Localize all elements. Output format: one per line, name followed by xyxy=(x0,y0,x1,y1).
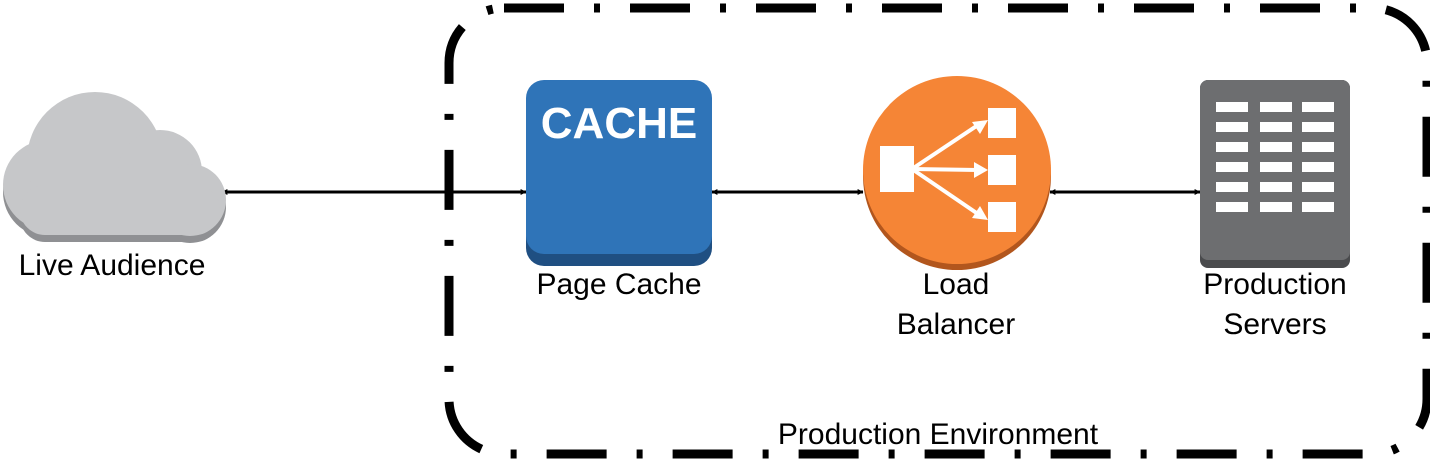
production-environment-boundary xyxy=(444,3,1430,459)
live-audience-label: Live Audience xyxy=(19,249,206,282)
cache-icon: CACHE xyxy=(526,80,712,266)
load-balancer-node: Load Balancer xyxy=(863,76,1051,341)
cloud-icon xyxy=(3,92,226,243)
cache-icon-text: CACHE xyxy=(541,99,697,148)
server-rack-icon xyxy=(1200,80,1350,268)
load-balancer-icon xyxy=(863,76,1051,270)
production-servers-label-line2: Servers xyxy=(1223,308,1326,341)
production-servers-label-line1: Production xyxy=(1203,268,1346,301)
page-cache-label: Page Cache xyxy=(536,268,701,301)
page-cache-node: CACHE Page Cache xyxy=(526,80,712,301)
production-environment-label: Production Environment xyxy=(778,418,1099,451)
live-audience-node: Live Audience xyxy=(3,92,226,282)
production-servers-node: Production Servers xyxy=(1200,80,1350,341)
load-balancer-label-line2: Balancer xyxy=(897,308,1015,341)
load-balancer-label-line1: Load xyxy=(923,268,990,301)
